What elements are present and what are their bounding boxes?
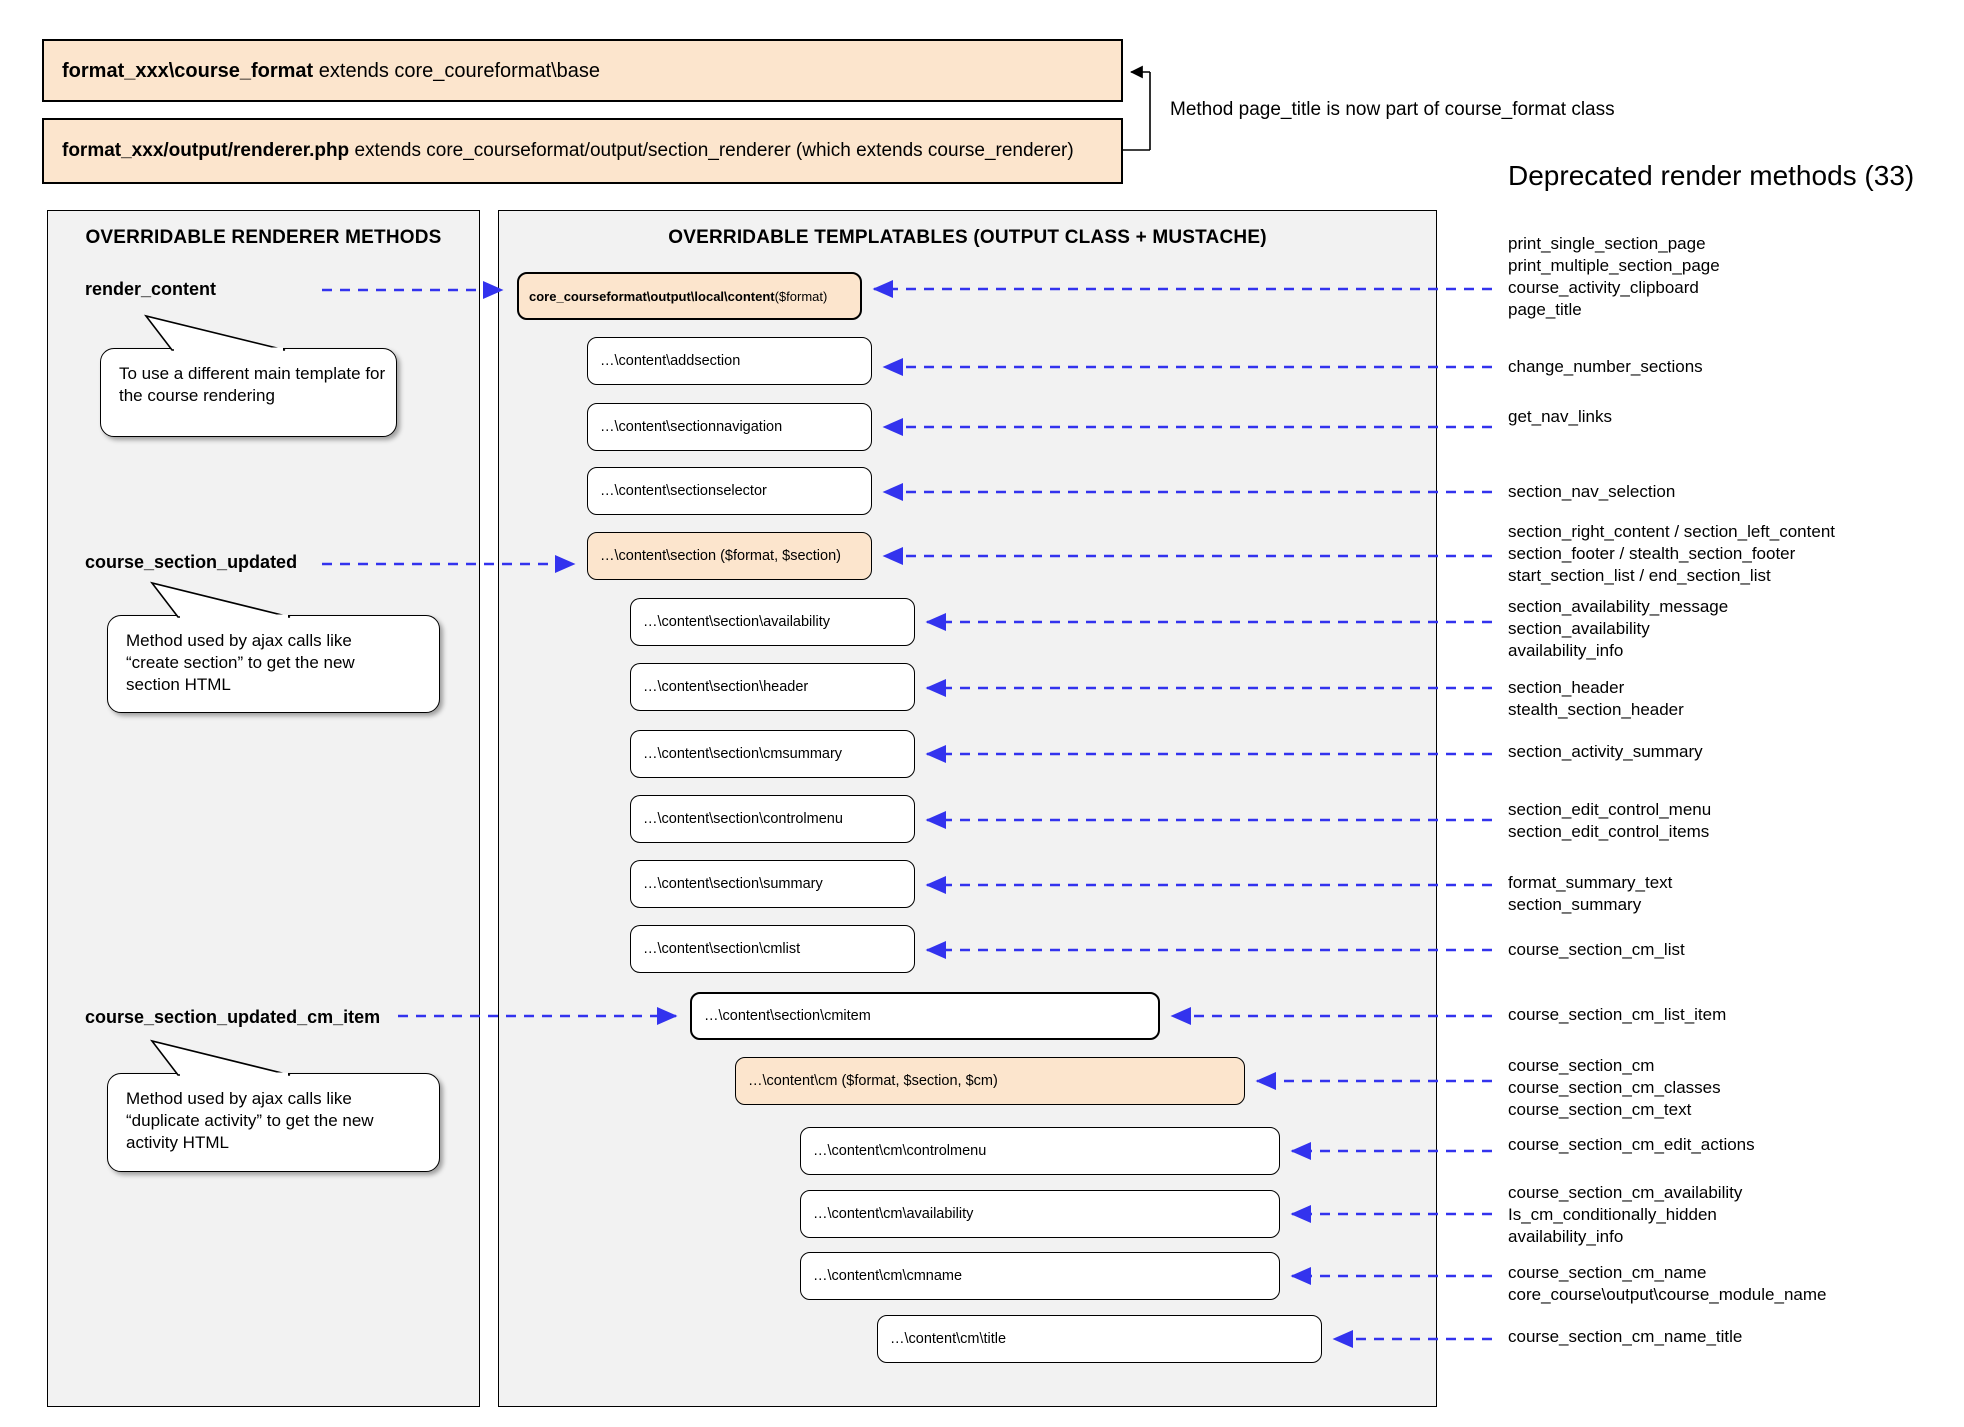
deprecated-method: course_section_cm_classes [1508, 1078, 1721, 1097]
deprecated-group: change_number_sections [1508, 356, 1703, 378]
class-box-renderer: format_xxx/output/renderer.php extends c… [42, 118, 1123, 184]
deprecated-method: start_section_list / end_section_list [1508, 566, 1771, 585]
deprecated-group: section_activity_summary [1508, 741, 1703, 763]
method-render-content: render_content [85, 279, 217, 299]
deprecated-methods-title: Deprecated render methods (33) [1508, 160, 1915, 191]
class-box-renderer-rest: extends core_courseformat/output/section… [349, 139, 1074, 161]
deprecated-group: print_single_section_page print_multiple… [1508, 233, 1720, 321]
bracket-connector [1123, 65, 1151, 151]
method-course-section-updated: course_section_updated [85, 552, 298, 572]
deprecated-method: core_course\output\course_module_name [1508, 1285, 1827, 1304]
templatable-section-header: …\content\section\header [630, 663, 915, 711]
deprecated-group: course_section_cm course_section_cm_clas… [1508, 1055, 1721, 1121]
deprecated-method: stealth_section_header [1508, 700, 1684, 719]
deprecated-method: section_edit_control_menu [1508, 800, 1712, 819]
deprecated-method: format_summary_text [1508, 873, 1673, 892]
deprecated-method: section_availability_message [1508, 597, 1729, 616]
templatable-section-summary: …\content\section\summary [630, 860, 915, 908]
deprecated-method: course_section_cm_edit_actions [1508, 1135, 1755, 1154]
class-box-course-format-rest: extends core_coureformat\base [313, 59, 601, 82]
deprecated-method: section_summary [1508, 895, 1642, 914]
deprecated-method: course_section_cm_text [1508, 1100, 1692, 1119]
bubble-line: activity HTML [126, 1133, 229, 1152]
deprecated-method: print_single_section_page [1508, 234, 1706, 253]
deprecated-group: course_section_cm_list [1508, 939, 1685, 961]
deprecated-method: course_section_cm_name_title [1508, 1327, 1743, 1346]
deprecated-group: course_section_cm_edit_actions [1508, 1134, 1755, 1156]
deprecated-method: page_title [1508, 300, 1582, 319]
templatables-panel-title: OVERRIDABLE TEMPLATABLES (OUTPUT CLASS +… [668, 227, 1267, 248]
deprecated-method: section_right_content / section_left_con… [1508, 522, 1835, 541]
bubble-course-section-updated-cm-item: Method used by ajax calls like “duplicat… [107, 1073, 440, 1172]
templatable-sectionselector: …\content\sectionselector [587, 467, 872, 515]
deprecated-method: course_activity_clipboard [1508, 278, 1699, 297]
templatable-content-bold: core_courseformat\output\local\content [529, 288, 775, 304]
templatable-sectionnavigation: …\content\sectionnavigation [587, 403, 872, 451]
bubble-line: Method used by ajax calls like [126, 631, 352, 650]
bubble-course-section-updated: Method used by ajax calls like “create s… [107, 615, 440, 713]
deprecated-method: get_nav_links [1508, 407, 1612, 426]
deprecated-method: section_footer / stealth_section_footer [1508, 544, 1796, 563]
deprecated-method: print_multiple_section_page [1508, 256, 1720, 275]
templatable-section-controlmenu: …\content\section\controlmenu [630, 795, 915, 843]
bubble-line: section HTML [126, 675, 231, 694]
templatable-content: core_courseformat\output\local\content (… [517, 272, 862, 320]
bubble-line: Method used by ajax calls like [126, 1089, 352, 1108]
templatable-content-rest: ($format) [774, 288, 828, 304]
deprecated-group: get_nav_links [1508, 406, 1612, 428]
templatable-cm-cmname: …\content\cm\cmname [800, 1252, 1280, 1300]
templatable-cm-title: …\content\cm\title [877, 1315, 1322, 1363]
class-box-renderer-text: format_xxx/output/renderer.php extends c… [62, 139, 1103, 164]
deprecated-method: course_section_cm_availability [1508, 1183, 1743, 1202]
class-box-renderer-bold: format_xxx/output/renderer.php [62, 139, 350, 161]
templatable-addsection: …\content\addsection [587, 337, 872, 385]
deprecated-group: format_summary_text section_summary [1508, 872, 1672, 916]
deprecated-method: section_nav_selection [1508, 482, 1676, 501]
class-box-course-format-text: format_xxx\course_format extends core_co… [62, 58, 1103, 84]
bubble-line: the course rendering [119, 386, 275, 405]
deprecated-method: availability_info [1508, 1227, 1624, 1246]
deprecated-method: section_header [1508, 678, 1625, 697]
templatable-section-cmitem: …\content\section\cmitem [690, 992, 1160, 1040]
class-box-course-format-bold: format_xxx\course_format [62, 59, 314, 82]
deprecated-group: section_availability_message section_ava… [1508, 596, 1728, 662]
bubble-line: “duplicate activity” to get the new [126, 1111, 374, 1130]
templatable-cm: …\content\cm ($format, $section, $cm) [735, 1057, 1245, 1105]
deprecated-method: section_edit_control_items [1508, 822, 1710, 841]
bubble-line: To use a different main template for [119, 364, 386, 383]
deprecated-group: course_section_cm_name core_course\outpu… [1508, 1262, 1826, 1306]
templatable-section: …\content\section ($format, $section) [587, 532, 872, 580]
class-box-course-format: format_xxx\course_format extends core_co… [42, 39, 1123, 102]
deprecated-group: section_right_content / section_left_con… [1508, 521, 1835, 587]
deprecated-group: section_header stealth_section_header [1508, 677, 1684, 721]
deprecated-group: section_edit_control_menu section_edit_c… [1508, 799, 1711, 843]
deprecated-group: course_section_cm_list_item [1508, 1004, 1726, 1026]
deprecated-group: course_section_cm_name_title [1508, 1326, 1742, 1348]
bubble-line: “create section” to get the new [126, 653, 355, 672]
bubble-render-content: To use a different main template for the… [100, 348, 397, 437]
deprecated-method: course_section_cm_list_item [1508, 1005, 1727, 1024]
templatable-section-cmlist: …\content\section\cmlist [630, 925, 915, 973]
deprecated-method: course_section_cm_list [1508, 940, 1685, 959]
deprecated-group: section_nav_selection [1508, 481, 1675, 503]
deprecated-method: change_number_sections [1508, 357, 1703, 376]
deprecated-method: section_availability [1508, 619, 1650, 638]
method-course-section-updated-cm-item: course_section_updated_cm_item [85, 1007, 381, 1027]
deprecated-method: Is_cm_conditionally_hidden [1508, 1205, 1717, 1224]
templatable-cm-availability: …\content\cm\availability [800, 1190, 1280, 1238]
deprecated-method: section_activity_summary [1508, 742, 1703, 761]
deprecated-method: course_section_cm_name [1508, 1263, 1707, 1282]
deprecated-group: course_section_cm_availability Is_cm_con… [1508, 1182, 1742, 1248]
templatable-section-cmsummary: …\content\section\cmsummary [630, 730, 915, 778]
templatable-section-availability: …\content\section\availability [630, 598, 915, 646]
deprecated-method: availability_info [1508, 641, 1624, 660]
templatable-cm-controlmenu: …\content\cm\controlmenu [800, 1127, 1280, 1175]
page-title-note: Method page_title is now part of course_… [1170, 99, 1615, 120]
deprecated-method: course_section_cm [1508, 1056, 1655, 1075]
renderer-methods-panel-title: OVERRIDABLE RENDERER METHODS [85, 227, 442, 248]
